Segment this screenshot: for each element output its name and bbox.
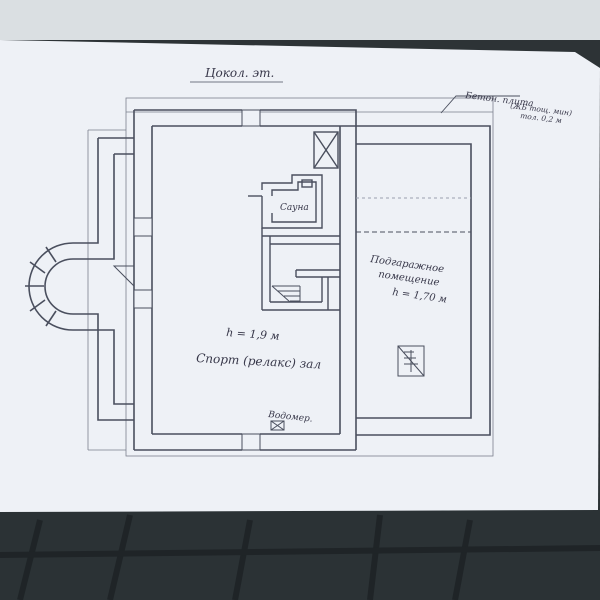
wall-background [0, 0, 600, 40]
exterior-walls [73, 109, 491, 451]
interior-walls [248, 131, 340, 311]
sauna-label: Сауна [280, 203, 309, 213]
entrance-mark [112, 265, 135, 288]
garage-dashed-line [356, 197, 471, 233]
window-marks [133, 109, 261, 451]
outer-guide-lines [87, 97, 494, 457]
paper-sheet [0, 40, 600, 512]
water-meter-symbol [270, 420, 285, 431]
sport-hall-label: Спорт (релакс) зал [196, 351, 322, 372]
water-meter-label: Водомер. [267, 410, 313, 425]
cloth-pattern [0, 514, 600, 600]
garage-stair-symbol [397, 345, 425, 377]
slab-note-leader [440, 95, 520, 114]
plan-title: Цокол. эт. [205, 66, 274, 80]
sport-hall-height-label: h = 1,9 м [226, 326, 280, 343]
bay-window [25, 242, 74, 331]
stair-symbol [271, 285, 301, 303]
